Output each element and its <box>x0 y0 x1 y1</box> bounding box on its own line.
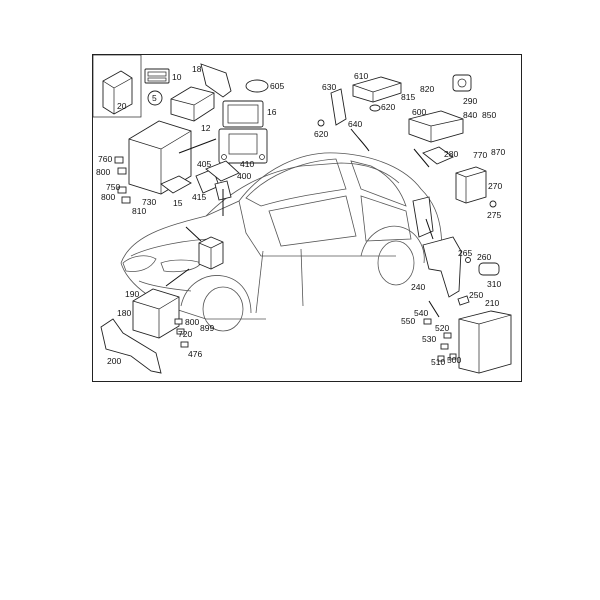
callout-770: 770 <box>473 150 487 160</box>
part-nut-275 <box>489 200 497 208</box>
callout-720: 720 <box>178 329 192 339</box>
part-connectors-right <box>423 318 457 362</box>
callout-520: 520 <box>435 323 449 333</box>
callout-760: 760 <box>98 154 112 164</box>
callout-730: 730 <box>142 197 156 207</box>
callout-275: 275 <box>487 210 501 220</box>
callout-260: 260 <box>477 252 491 262</box>
part-manual <box>102 70 133 115</box>
callout-415: 415 <box>192 192 206 202</box>
diagram-frame: 20 5 10 18 605 12 16 630 610 290 620 640… <box>92 54 522 382</box>
callout-190: 190 <box>125 289 139 299</box>
callout-270: 270 <box>488 181 502 191</box>
callout-800c: 800 <box>185 317 199 327</box>
callout-200: 200 <box>107 356 121 366</box>
part-bracket-630 <box>330 88 347 126</box>
part-keypad-280 <box>422 146 454 165</box>
part-bracket-rear <box>412 196 434 238</box>
part-clip-620b <box>369 104 381 112</box>
callout-510: 510 <box>431 357 445 367</box>
callout-405: 405 <box>197 159 211 169</box>
callout-850: 850 <box>482 110 496 120</box>
part-module-15 <box>160 175 192 194</box>
callout-210: 210 <box>485 298 499 308</box>
callout-400: 400 <box>237 171 251 181</box>
callout-550: 550 <box>401 316 415 326</box>
callout-640: 640 <box>348 119 362 129</box>
callout-870: 870 <box>491 147 505 157</box>
callout-800b: 800 <box>101 192 115 202</box>
callout-600: 600 <box>412 107 426 117</box>
callout-540: 540 <box>414 308 428 318</box>
callout-280: 280 <box>444 149 458 159</box>
callout-620a: 620 <box>314 129 328 139</box>
parts-diagram: 20 5 10 18 605 12 16 630 610 290 620 640… <box>93 55 512 374</box>
callout-750: 750 <box>106 182 120 192</box>
callout-250: 250 <box>469 290 483 300</box>
part-disc <box>245 79 269 93</box>
callout-630: 630 <box>322 82 336 92</box>
callout-5: 5 <box>152 93 157 103</box>
part-unit-270 <box>455 166 487 204</box>
part-control-panel <box>144 68 170 84</box>
part-cd-changer <box>128 120 192 195</box>
callout-310: 310 <box>487 279 501 289</box>
part-tuner-610 <box>352 76 402 103</box>
part-5-circle <box>147 90 163 106</box>
part-display <box>222 100 264 128</box>
callout-810: 810 <box>132 206 146 216</box>
callout-265: 265 <box>458 248 472 258</box>
callout-10: 10 <box>172 72 182 82</box>
part-holder-200 <box>100 318 162 374</box>
callout-15: 15 <box>173 198 183 208</box>
part-amplifier-190 <box>198 236 224 270</box>
callout-530: 530 <box>422 334 436 344</box>
callout-899: 899 <box>200 323 214 333</box>
part-box-180 <box>132 288 180 339</box>
callout-840: 840 <box>463 110 477 120</box>
part-265 <box>465 257 471 263</box>
part-box-210 <box>458 310 512 374</box>
part-module-600 <box>408 110 464 143</box>
callout-290: 290 <box>463 96 477 106</box>
inset-box <box>93 55 142 118</box>
part-clip-620 <box>317 119 325 127</box>
callout-610: 610 <box>354 71 368 81</box>
callout-18: 18 <box>192 64 202 74</box>
part-bracket-240 <box>422 236 462 298</box>
part-bracket-18 <box>200 63 232 98</box>
callout-labels: 20 5 10 18 605 12 16 630 610 290 620 640… <box>96 64 505 367</box>
callout-240: 240 <box>411 282 425 292</box>
callout-20: 20 <box>117 101 127 111</box>
callout-820: 820 <box>420 84 434 94</box>
part-small-lower <box>174 318 189 348</box>
arrows <box>165 128 440 318</box>
part-nav-radio <box>218 128 268 164</box>
part-cylinder-310 <box>478 262 500 276</box>
callout-180: 180 <box>117 308 131 318</box>
callout-815: 815 <box>401 92 415 102</box>
part-speaker-290 <box>452 74 472 92</box>
part-bolt-250 <box>457 295 470 306</box>
part-head-unit <box>170 86 215 122</box>
callout-620b: 620 <box>381 102 395 112</box>
callout-605: 605 <box>270 81 284 91</box>
callout-500: 500 <box>447 355 461 365</box>
callout-476: 476 <box>188 349 202 359</box>
callout-800a: 800 <box>96 167 110 177</box>
part-connectors-left <box>114 156 131 204</box>
callout-410: 410 <box>240 159 254 169</box>
callout-16: 16 <box>267 107 277 117</box>
callout-12: 12 <box>201 123 211 133</box>
